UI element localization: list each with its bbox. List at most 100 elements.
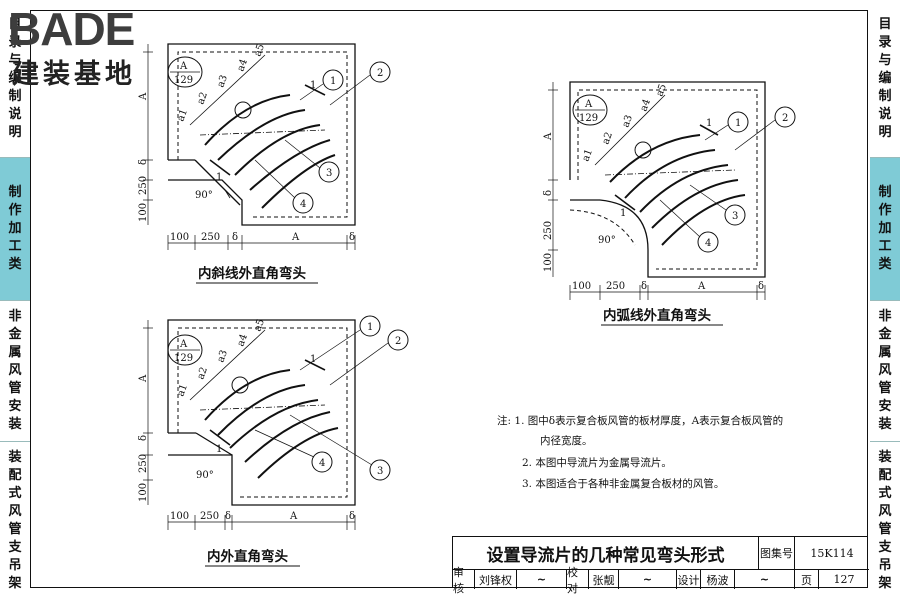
tab-char: 明 [8,124,22,140]
d3-dim-delta: δ [225,511,231,522]
title-block: 设置导流片的几种常见弯头形式 图集号 15K114 审核 刘锋权 ~ 校对 张靓… [452,536,869,595]
d1-angle: 90° [195,190,213,201]
tab-char: 式 [8,486,22,501]
d3-callout-1: 1 [367,322,373,333]
reviewer-signature: ~ [517,570,567,589]
tab-char: 编 [8,70,22,86]
d2-a3: a3 [620,114,635,129]
tab-char: 风 [878,504,892,519]
designer-name: 杨波 [701,570,735,589]
tab-fabrication-left[interactable]: 制作加工类 [0,158,30,301]
tab-fabrication-right[interactable]: 制作加工类 [870,158,900,301]
d1-a1: a1 [175,108,190,123]
checker-signature: ~ [619,570,677,589]
d2-callout-2: 2 [782,113,788,124]
d2-a1: a1 [580,148,595,163]
d1-ref-top: A [179,61,188,72]
tab-char: 支 [8,540,22,555]
page-label: 页 [795,570,819,589]
tab-char: 管 [878,522,892,537]
d1-section-1b: 1 [216,172,222,183]
d2-a4: a4 [638,98,653,113]
note-3: 3. 本图适合于各种非金属复合板材的风管。 [522,478,725,490]
tab-char: 装 [878,450,892,465]
d1-vdim-A: A [138,92,149,101]
tab-char: 金 [8,327,22,342]
review-label: 审核 [453,566,475,595]
d2-ref-top: A [584,99,593,110]
d3-a5: a5 [252,318,267,333]
tab-label: 非金属风管安装 [878,308,891,434]
tab-label: 目录与编制说明 [8,16,21,142]
d1-a5: a5 [252,43,267,58]
atlas-label: 图集号 [759,537,795,570]
tab-char: 目 [878,16,892,32]
d1-dim-A: A [291,232,300,243]
d1-callout-3: 3 [326,168,332,179]
tab-char: 与 [878,52,892,68]
d3-ref-top: A [179,339,188,350]
tab-char: 制 [878,88,892,104]
tab-char: 管 [878,381,892,396]
d1-callout-4: 4 [300,199,306,210]
tab-nonmetal-duct-left[interactable]: 非金属风管安装 [0,301,30,442]
d1-dim-250: 250 [201,232,220,243]
tab-char: 架 [878,576,892,591]
d1-callout-2: 2 [377,68,383,79]
designer-signature: ~ [735,570,795,589]
d1-vdim-delta: δ [138,159,149,165]
tab-nonmetal-duct-right[interactable]: 非金属风管安装 [870,301,900,442]
d2-callout-3: 3 [732,211,738,222]
d3-dim-250: 250 [200,511,219,522]
d1-dim-delta2: δ [349,232,355,243]
d1-dim-100: 100 [170,232,189,243]
d2-a5: a5 [654,83,669,98]
tab-catalog-right[interactable]: 目录与编制说明 [870,0,900,158]
drawing-inner-oblique-elbow [143,43,391,250]
d2-callout-4: 4 [705,238,711,249]
tab-char: 作 [8,203,22,218]
tab-support-left[interactable]: 装配式风管支吊架 [0,442,30,600]
d3-a1: a1 [175,383,190,398]
right-sidebar: 目录与编制说明 制作加工类 非金属风管安装 装配式风管支吊架 [870,0,900,600]
d1-dim-delta: δ [232,232,238,243]
note-2: 2. 本图中导流片为金属导流片。 [522,457,672,469]
d2-a2: a2 [600,131,615,146]
tab-char: 作 [878,203,892,218]
d2-callout-1: 1 [735,118,741,129]
tab-char: 加 [878,221,892,236]
design-label: 设计 [677,570,701,589]
d2-dim-delta: δ [641,281,647,292]
tab-char: 录 [878,34,892,50]
tab-char: 工 [878,239,892,254]
tab-char: 架 [8,576,22,591]
d2-section-1b: 1 [620,208,626,219]
d1-section-1: 1 [310,80,316,91]
tab-char: 装 [8,417,22,432]
tab-char: 吊 [878,558,892,573]
d1-callout-1: 1 [330,76,336,87]
d2-vdim-delta: δ [543,190,554,196]
caption-inner-outer: 内外直角弯头 [207,549,288,565]
d1-vdim-100: 100 [138,203,149,222]
tab-char: 制 [8,88,22,104]
tab-support-right[interactable]: 装配式风管支吊架 [870,442,900,600]
d3-dim-100: 100 [170,511,189,522]
tab-char: 目 [8,16,22,32]
tab-char: 管 [8,522,22,537]
tab-label: 非金属风管安装 [8,308,21,434]
d1-a2: a2 [195,91,210,106]
tab-char: 类 [8,257,22,272]
reviewer-name: 刘锋权 [475,570,517,589]
tab-catalog-left[interactable]: 目录与编制说明 [0,0,30,158]
tab-char: 属 [8,345,22,360]
tab-char: 安 [878,399,892,414]
tab-char: 非 [8,309,22,324]
d3-vdim-delta: δ [138,435,149,441]
d1-a3: a3 [215,74,230,89]
atlas-number: 15K114 [795,537,869,570]
tab-char: 非 [878,309,892,324]
tab-char: 安 [8,399,22,414]
d3-vdim-100: 100 [138,483,149,502]
logo-subtitle: 建装基地 [12,59,136,90]
